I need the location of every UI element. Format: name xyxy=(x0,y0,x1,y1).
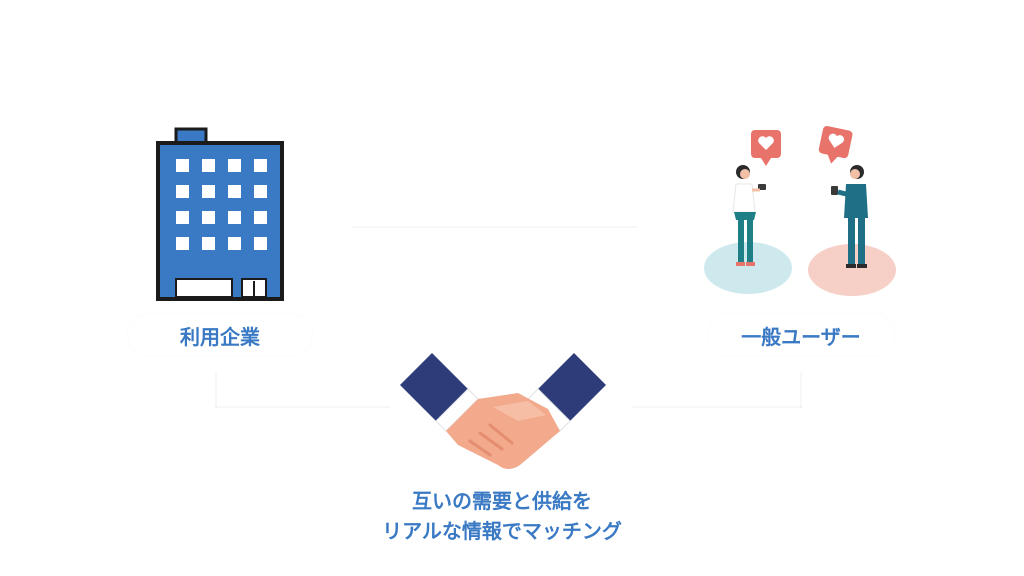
middle-arrow-caption: ユーザー視点の情報を活用 xyxy=(345,240,645,270)
users-label: 一般ユーザー xyxy=(708,314,894,356)
left-bottom-caption: 企業の魅力を伝え ターゲットへ直接訴求 xyxy=(110,428,370,472)
company-label-text: 利用企業 xyxy=(180,324,260,349)
matching-caption-line1: 互いの需要と供給を xyxy=(412,489,592,513)
arrow-left-vertical xyxy=(215,372,217,408)
left-top-caption: 求めるリソースを 〜 明確に見える化できる！ 〜 xyxy=(70,40,370,100)
users-illustration xyxy=(704,126,896,296)
left-top-caption-line2: 〜 明確に見える化できる！ 〜 xyxy=(70,70,370,100)
matching-caption-line2: リアルな情報でマッチング xyxy=(382,519,622,543)
left-bottom-caption-line2: ターゲットへ直接訴求 xyxy=(110,450,370,472)
arrow-right-horizontal xyxy=(632,406,802,408)
heart-pin-icon xyxy=(751,130,781,166)
left-top-caption-line1: 求めるリソースを xyxy=(70,40,370,70)
company-label: 利用企業 xyxy=(128,314,312,356)
left-bottom-caption-line1: 企業の魅力を伝え xyxy=(110,428,370,450)
arrow-left-horizontal xyxy=(215,406,390,408)
woman-figure xyxy=(732,165,766,266)
right-top-caption: 気になる企業の情報を 〜 手軽に受け取れる！ 〜 xyxy=(650,40,950,100)
users-label-text: 一般ユーザー xyxy=(741,324,861,349)
arrow-company-to-users xyxy=(352,226,637,228)
arrow-right-vertical xyxy=(800,372,802,408)
man-figure xyxy=(831,165,868,268)
right-top-caption-line2: 〜 手軽に受け取れる！ 〜 xyxy=(650,70,950,100)
handshake-icon xyxy=(400,353,606,469)
user-disc-left xyxy=(704,242,792,294)
right-top-caption-line1: 気になる企業の情報を xyxy=(650,40,950,70)
matching-caption: 互いの需要と供給を リアルな情報でマッチング xyxy=(372,486,632,546)
user-disc-right xyxy=(808,244,896,296)
heart-pin-icon xyxy=(818,126,853,164)
office-building-icon xyxy=(156,127,284,301)
